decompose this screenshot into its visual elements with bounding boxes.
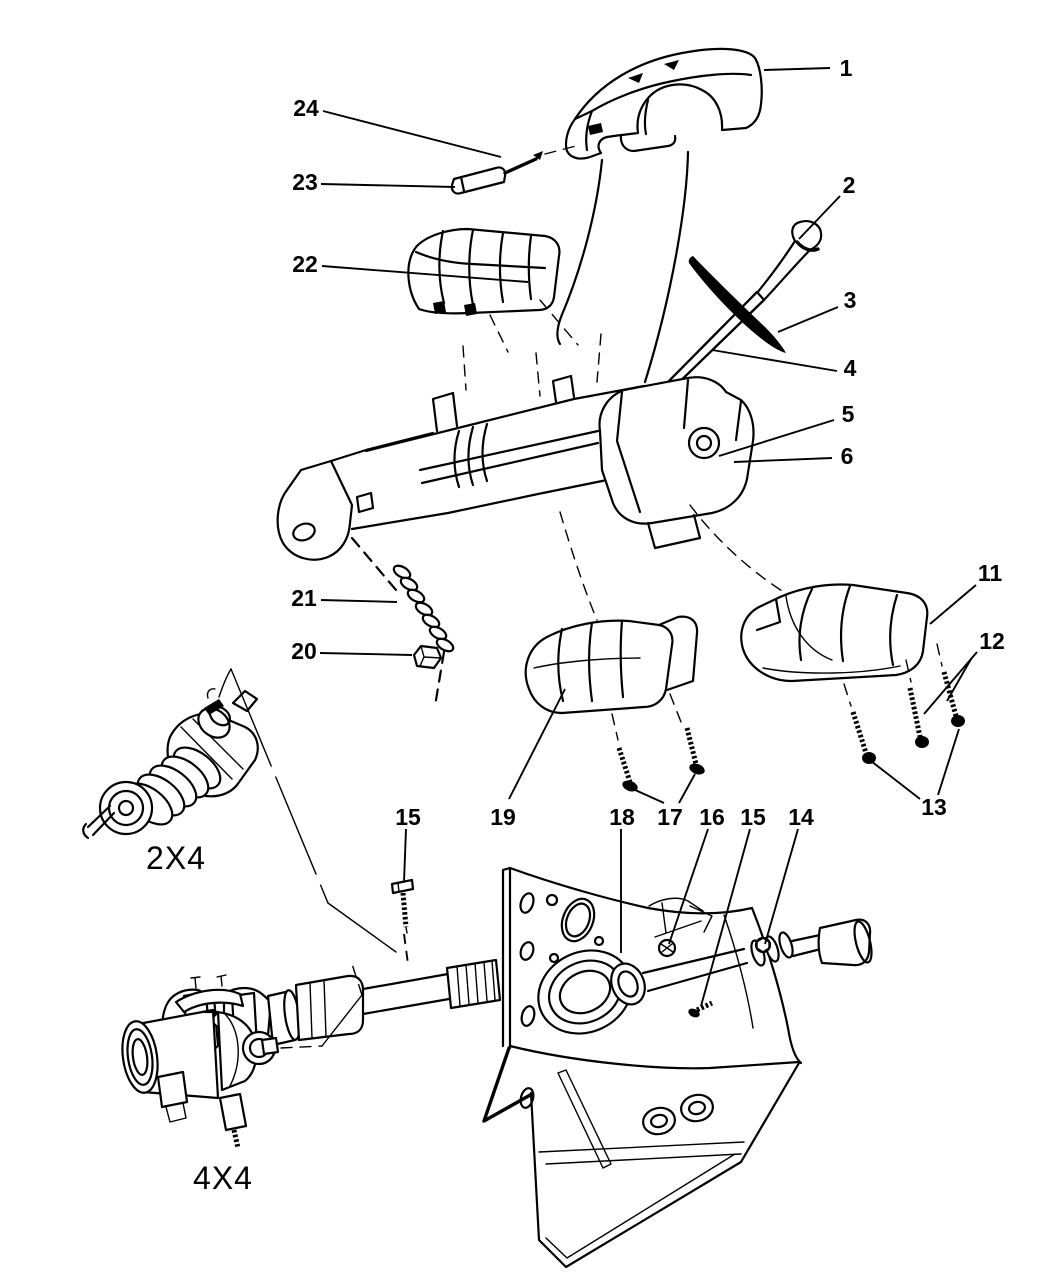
callout-13-leader-0: [870, 760, 921, 800]
callout-17-leader-1: [678, 773, 696, 804]
steering-gear-2x4: [82, 668, 397, 953]
variant-label-4x4: 4X4: [193, 1160, 253, 1196]
callout-label-17-13: 17: [657, 804, 683, 830]
callout-2-leader-0: [798, 195, 841, 240]
callout-22-leader-0: [321, 265, 529, 283]
right-shroud-part11: [740, 583, 943, 707]
callout-label-6-5: 6: [841, 443, 854, 469]
callout-label-16-12: 16: [699, 804, 725, 830]
callout-19-leader-0: [508, 688, 566, 800]
callout-3-leader-0: [777, 306, 839, 333]
callout-21-leader-0: [320, 599, 398, 603]
callout-label-21-17: 21: [291, 585, 317, 611]
callout-5-leader-0: [718, 419, 835, 457]
callout-label-14-9: 14: [788, 804, 814, 830]
callout-6-leader-0: [733, 457, 833, 463]
dash-panel: [482, 866, 803, 1269]
column-assembly: [276, 333, 807, 621]
upper-shroud-part1: [556, 47, 763, 384]
callout-label-1-0: 1: [840, 55, 853, 81]
adjuster-nut-part20: [412, 644, 446, 708]
callout-15-leader-1: [403, 933, 409, 965]
callout-4-leader-0: [711, 349, 838, 372]
variant-label-2x4: 2X4: [146, 840, 206, 876]
callout-label-23-19: 23: [292, 169, 318, 195]
callout-24-leader-0: [322, 110, 502, 158]
callout-label-20-16: 20: [291, 638, 317, 664]
callout-12-leader-1: [946, 658, 972, 702]
callout-16-leader-0: [668, 828, 709, 945]
callout-1-leader-0: [763, 67, 831, 71]
callout-15-leader-0: [403, 828, 407, 883]
callout-11-leader-0: [929, 584, 977, 625]
callout-label-11-6: 11: [978, 560, 1003, 586]
callout-label-15-11: 15: [740, 804, 766, 830]
callout-20-leader-0: [319, 652, 413, 656]
callout-17-leader-0: [632, 788, 665, 804]
callout-13-leader-1: [937, 728, 960, 796]
callout-14-leader-0: [764, 828, 799, 945]
callout-label-18-14: 18: [609, 804, 635, 830]
steering-gear-4x4: [121, 963, 363, 1149]
callout-label-22-18: 22: [292, 251, 318, 277]
tilt-pin-part23: [450, 145, 577, 195]
left-shroud-part22: [407, 227, 579, 353]
callout-label-13-8: 13: [921, 794, 947, 820]
line-art: [82, 47, 965, 1269]
lower-shroud-part19: [524, 615, 699, 741]
callout-label-4-3: 4: [844, 355, 857, 381]
callout-label-5-4: 5: [842, 401, 855, 427]
callout-label-15-10: 15: [395, 804, 421, 830]
callout-15-leader-0: [700, 828, 751, 1007]
tilt-spring-part21: [350, 536, 455, 653]
callout-label-24-20: 24: [293, 95, 319, 121]
callout-label-2-1: 2: [843, 172, 856, 198]
callout-23-leader-0: [320, 183, 456, 188]
screws-part17: [616, 727, 705, 792]
shaft-blade-part3: [688, 256, 786, 353]
callout-label-12-7: 12: [979, 628, 1005, 654]
callout-label-3-2: 3: [844, 287, 857, 313]
intermediate-shaft-assembly: [161, 897, 873, 1059]
callout-label-19-15: 19: [490, 804, 516, 830]
bolt-part15-upper: [390, 878, 415, 934]
